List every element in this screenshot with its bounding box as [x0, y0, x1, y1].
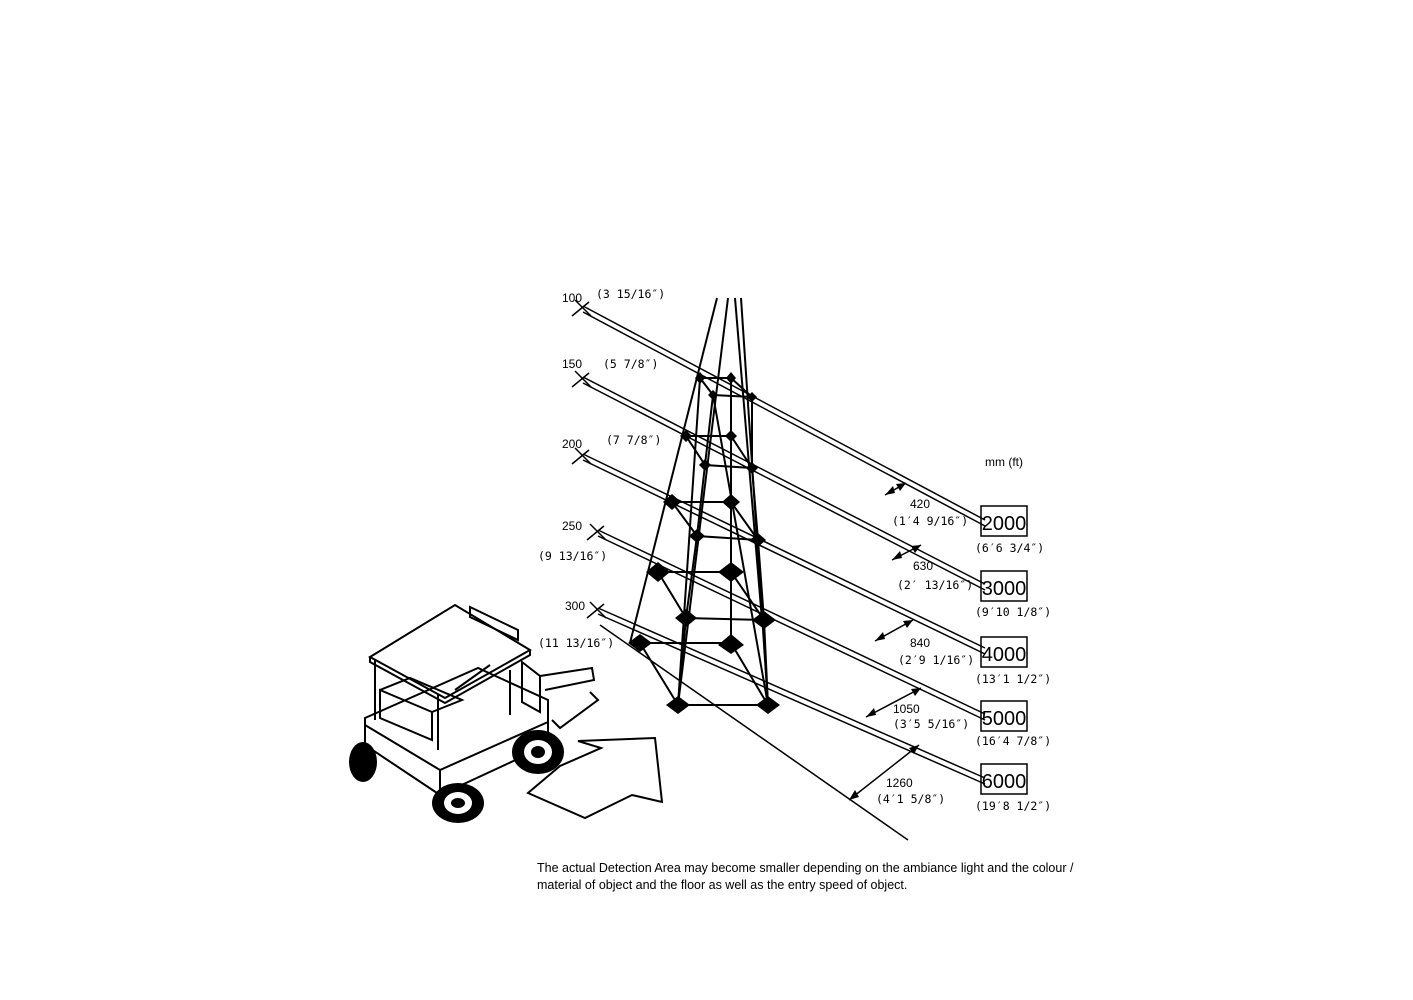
width-630-ftin: (2′ 13/16″)	[897, 578, 973, 592]
distance-4000-mm: 4000	[982, 644, 1027, 666]
distance-4000-ftin: (13′1 1/2″)	[975, 672, 1051, 686]
distance-boxes	[980, 505, 1028, 795]
distance-5000-mm: 5000	[982, 708, 1027, 730]
detection-points	[628, 372, 780, 714]
detection-area-note: The actual Detection Area may become sma…	[537, 860, 1137, 894]
distance-6000-ftin: (19′8 1/2″)	[975, 799, 1051, 813]
height-100-mm: 100	[562, 291, 582, 305]
distance-6000-mm: 6000	[982, 771, 1027, 793]
entry-direction-arrow	[526, 736, 664, 820]
note-line-2: material of object and the floor as well…	[537, 878, 908, 892]
width-1260-ftin: (4′1 5/8″)	[876, 792, 945, 806]
distance-5000-ftin: (16′4 7/8″)	[975, 734, 1051, 748]
height-reference-lines	[571, 299, 986, 841]
height-200-mm: 200	[562, 437, 582, 451]
height-250-inch: (9 13/16″)	[538, 549, 607, 563]
height-150-inch: (5 7/8″)	[603, 357, 658, 371]
height-300-mm: 300	[565, 599, 585, 613]
distance-3000-mm: 3000	[982, 578, 1027, 600]
height-100-inch: (3 15/16″)	[596, 287, 665, 301]
forklift-illustration	[349, 603, 664, 823]
width-dimension-arrows	[848, 482, 922, 801]
width-1260-mm: 1260	[886, 776, 913, 790]
width-630-mm: 630	[913, 559, 933, 573]
width-1050-ftin: (3′5 5/16″)	[893, 717, 969, 731]
distance-3000-ftin: (9′10 1/8″)	[975, 605, 1051, 619]
width-840-ftin: (2′9 1/16″)	[898, 653, 974, 667]
distance-2000-mm: 2000	[982, 513, 1027, 535]
note-line-1: The actual Detection Area may become sma…	[537, 861, 1074, 875]
width-1050-mm: 1050	[893, 702, 920, 716]
height-200-inch: (7 7/8″)	[606, 433, 661, 447]
width-840-mm: 840	[910, 636, 930, 650]
distance-2000-ftin: (6′6 3/4″)	[975, 541, 1044, 555]
height-300-inch: (11 13/16″)	[538, 636, 614, 650]
units-label: mm (ft)	[985, 455, 1023, 469]
width-420-mm: 420	[910, 497, 930, 511]
height-250-mm: 250	[562, 519, 582, 533]
rear-wheel-left	[349, 742, 377, 782]
height-150-mm: 150	[562, 357, 582, 371]
width-420-ftin: (1′4 9/16″)	[892, 514, 968, 528]
